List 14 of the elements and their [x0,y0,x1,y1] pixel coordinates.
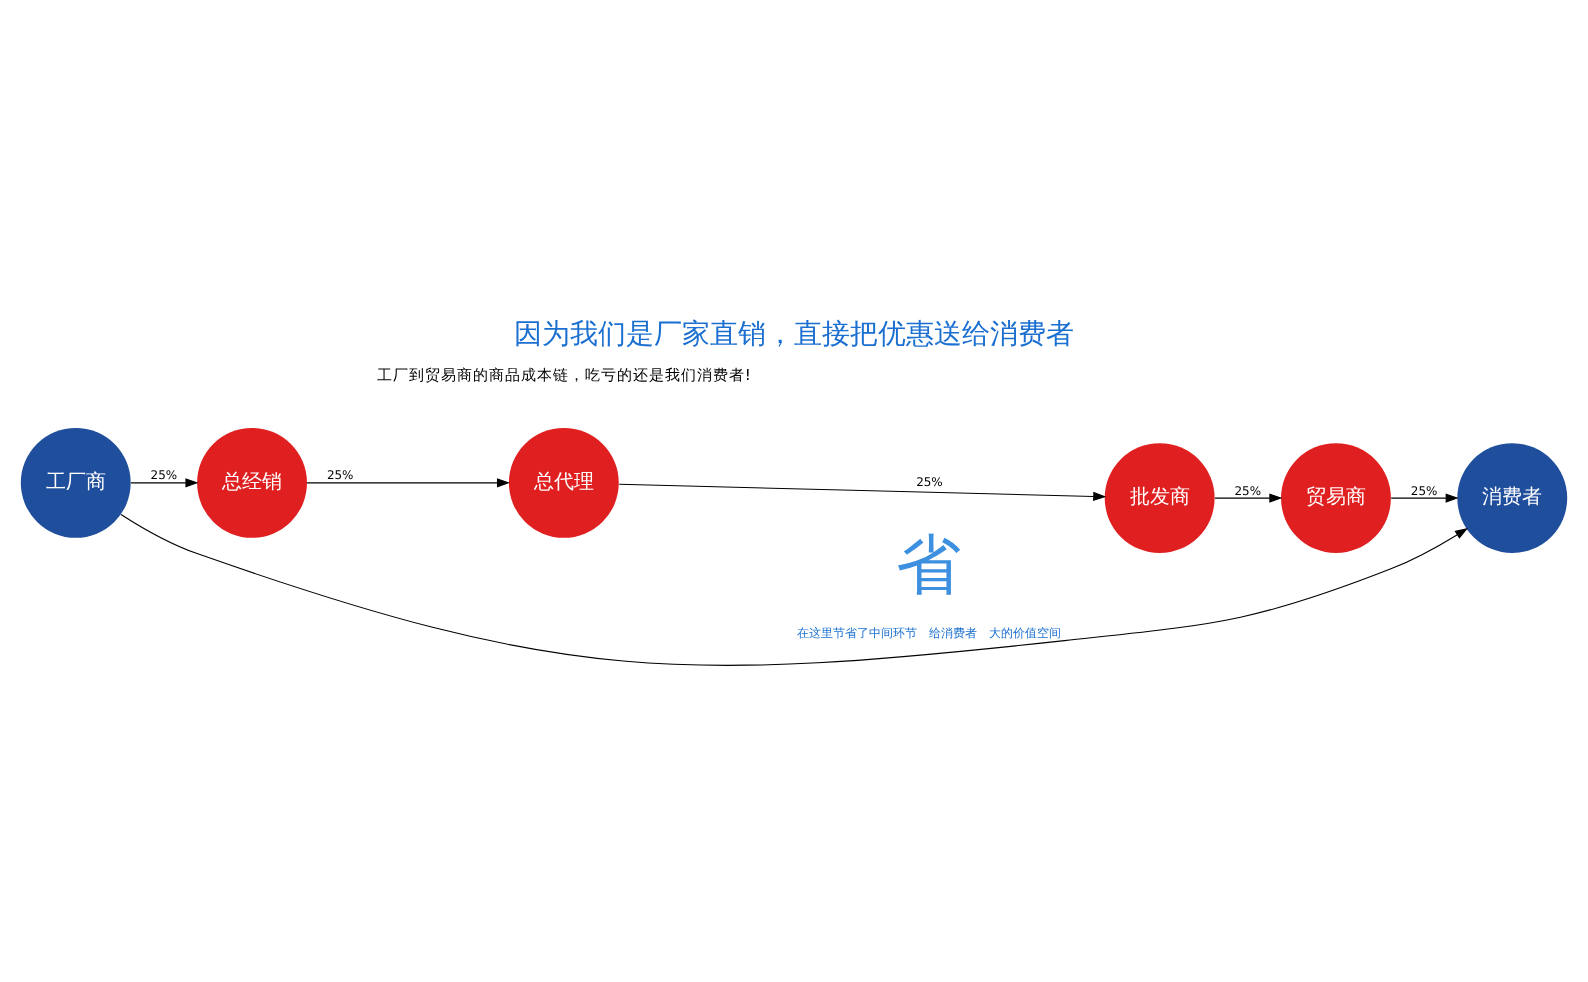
node-circle: 总经销 [197,427,307,538]
node-circle: 消费者 [1457,443,1568,554]
arrow [1214,493,1283,503]
arrow [618,483,1107,501]
node-circle: 工厂商 [20,427,131,538]
arrow [120,513,1469,666]
node-circle: 贸易商 [1281,443,1391,554]
node-circle: 批发商 [1104,443,1215,554]
label: 省 [896,527,963,604]
arrow [130,478,199,488]
diagram-title: 因为我们是厂家直销，直接把优惠送给消费者 [514,319,1074,352]
arrow [306,478,511,488]
node-circle: 总代理 [508,427,619,538]
arrow [1390,493,1459,503]
